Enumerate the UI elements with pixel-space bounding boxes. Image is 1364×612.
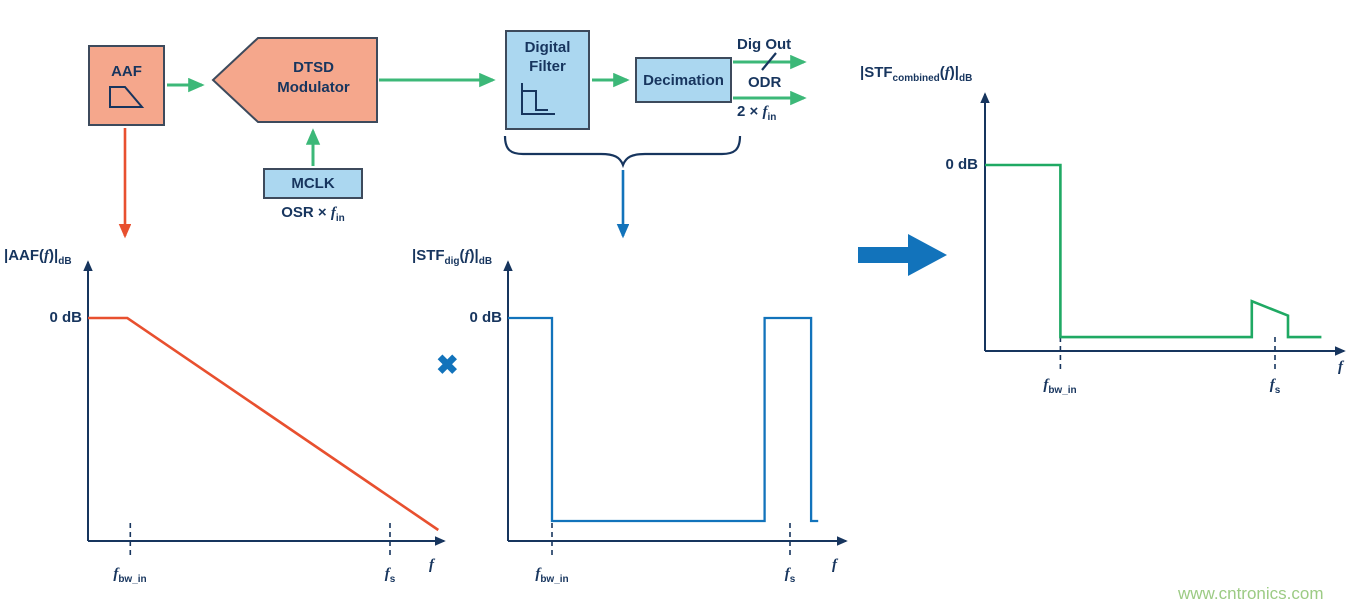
aaf-block: AAF bbox=[88, 45, 165, 126]
odr-rate-prefix: 2 × bbox=[737, 103, 763, 120]
odr-label: ODR bbox=[748, 74, 781, 91]
digital-filter-label-line1: Digital bbox=[524, 39, 571, 56]
brace bbox=[503, 135, 742, 169]
stf-combined-curve bbox=[985, 163, 1322, 339]
digital-filter-block: Digital Filter bbox=[505, 30, 590, 130]
stf-combined-tick-fs-label: fs bbox=[1269, 377, 1281, 396]
stf-combined-plot-ylabel: |STFcombined(f)|dB bbox=[860, 64, 973, 84]
lowpass-filter-icon bbox=[108, 86, 144, 108]
stf-combined-xlabel: f bbox=[1338, 359, 1343, 375]
modulator-label: DTSD Modulator bbox=[250, 58, 377, 98]
modulator-shape bbox=[211, 37, 378, 123]
digital-filter-label: Digital Filter bbox=[525, 38, 571, 76]
aaf-response-curve bbox=[88, 316, 440, 532]
stf-combined-tick-fbwin-label: fbw_in bbox=[1043, 377, 1077, 396]
mclk-rate-sub: in bbox=[335, 213, 345, 224]
aaf-label: AAF bbox=[111, 63, 142, 80]
modulator-label-line1: DTSD bbox=[293, 59, 334, 76]
odr-rate-label: 2 × fin bbox=[737, 103, 776, 123]
odr-rate-f: f bbox=[762, 104, 768, 120]
aaf-xlabel: f bbox=[429, 557, 434, 573]
digital-filter-label-line2: Filter bbox=[529, 58, 566, 75]
mclk-rate-f: f bbox=[330, 205, 336, 221]
odr-rate-sub: in bbox=[767, 112, 777, 123]
watermark: www.cntronics.com bbox=[1178, 584, 1324, 603]
aaf-tick-fbwin-label: fbw_in bbox=[113, 566, 147, 585]
stf-dig-zero-db-label: 0 dB bbox=[469, 309, 502, 326]
mclk-rate-prefix: OSR × bbox=[281, 204, 331, 221]
stf-dig-curve bbox=[508, 316, 819, 523]
odr-text: ODR bbox=[748, 74, 782, 91]
mclk-label: MCLK bbox=[291, 175, 335, 192]
decimation-block: Decimation bbox=[635, 57, 732, 103]
stf-combined-zero-db-label: 0 dB bbox=[945, 156, 978, 173]
decimation-label: Decimation bbox=[643, 71, 724, 89]
dig-out-text: Dig Out bbox=[737, 36, 792, 53]
bus-slash-icon bbox=[761, 52, 777, 71]
stf-dig-plot-ylabel: |STFdig(f)|dB bbox=[412, 247, 493, 267]
aaf-zero-db-label: 0 dB bbox=[49, 309, 82, 326]
stf-dig-tick-fbwin-label: fbw_in bbox=[535, 566, 569, 585]
freq-tick-lines bbox=[129, 337, 1276, 559]
plot-axes bbox=[83, 92, 1346, 546]
multiply-icon: ✖ bbox=[436, 350, 459, 380]
stf-dig-tick-fs-label: fs bbox=[784, 566, 796, 585]
stf-dig-xlabel: f bbox=[832, 557, 837, 573]
aaf-tick-fs-label: fs bbox=[384, 566, 396, 585]
combine-arrow bbox=[858, 234, 947, 276]
mclk-block: MCLK bbox=[263, 168, 363, 199]
dig-out-label: Dig Out bbox=[737, 36, 791, 53]
mclk-rate-label: OSR × fin bbox=[252, 204, 374, 224]
aaf-plot-ylabel: |AAF(f)|dB bbox=[4, 247, 72, 267]
brickwall-filter-icon bbox=[521, 83, 555, 115]
modulator-label-line2: Modulator bbox=[277, 79, 350, 96]
